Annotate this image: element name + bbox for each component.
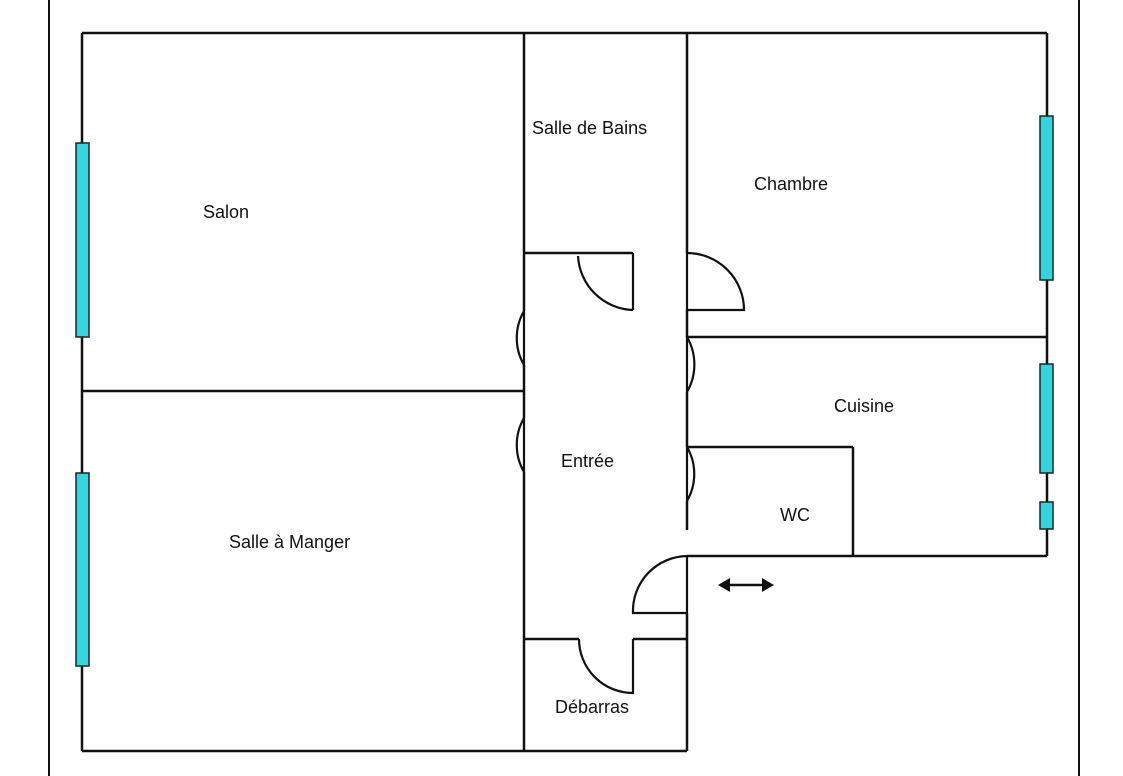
room-label-salle-de-bains: Salle de Bains: [532, 118, 647, 138]
window-salle-a-manger: [75, 472, 90, 667]
walls: [80, 31, 1049, 753]
room-label-salle-a-manger: Salle à Manger: [229, 532, 350, 552]
door-cuisine: [685, 336, 696, 393]
room-label-salon: Salon: [203, 202, 249, 222]
door-debarras: [577, 638, 635, 695]
door-salle-a-manger: [515, 417, 526, 473]
door-wc: [685, 446, 696, 502]
door-salon: [515, 310, 526, 366]
page-frame: [48, 0, 1080, 776]
window-cuisine: [1039, 363, 1054, 474]
double-arrow-icon: [718, 578, 774, 592]
room-label-chambre: Chambre: [754, 174, 828, 194]
door-entrance: [631, 554, 689, 615]
window-chambre: [1039, 115, 1054, 281]
doors: [515, 251, 746, 695]
door-salle-de-bains: [576, 253, 635, 312]
room-label-wc: WC: [780, 505, 810, 525]
window-salon: [75, 142, 90, 338]
room-label-debarras: Débarras: [555, 697, 629, 717]
door-chambre: [685, 251, 746, 312]
room-label-cuisine: Cuisine: [834, 396, 894, 416]
room-label-entree: Entrée: [561, 451, 614, 471]
window-cuisine-small: [1039, 501, 1054, 530]
windows: [75, 115, 1054, 667]
